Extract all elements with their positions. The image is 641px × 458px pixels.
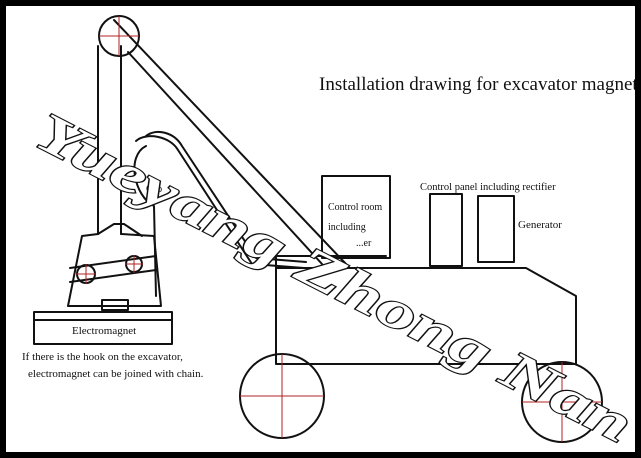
pin-link: [69, 255, 157, 269]
front-wheel-crosshair: [240, 354, 324, 438]
note-line-2: electromagnet can be joined with chain.: [28, 368, 204, 380]
control-room-label: Control room: [328, 202, 382, 213]
control-panel-label: Control panel including rectifier: [420, 182, 556, 193]
cable-label: Cab: [146, 184, 162, 195]
top-pulley-crosshair: [99, 16, 139, 56]
control-room-label-2: including: [328, 222, 366, 233]
truck-deck: [275, 255, 387, 269]
drawing-canvas: Installation drawing for excavator magne…: [6, 6, 635, 452]
hook-top: [101, 299, 129, 311]
control-room-label-3: ...er: [356, 238, 372, 249]
boom-outer-line: [113, 19, 347, 265]
rear-wheel-crosshair: [522, 362, 602, 442]
control-room-box: [321, 175, 391, 259]
truck-body: [275, 267, 577, 365]
boom-inner-line: [127, 51, 323, 265]
arm-taper: [97, 223, 143, 237]
control-panel-box: [429, 193, 463, 267]
electromagnet: [33, 311, 173, 345]
diagram-title: Installation drawing for excavator magne…: [319, 74, 635, 95]
note-line-1: If there is the hook on the excavator,: [22, 351, 183, 363]
generator-box: [477, 195, 515, 263]
cable-line: [133, 145, 157, 297]
right-pin-crosshair: [125, 255, 143, 273]
pin-link-2: [69, 269, 157, 283]
electromagnet-label: Electromagnet: [72, 325, 136, 337]
arm-body: [67, 233, 162, 307]
cable-line-3: [135, 135, 305, 269]
generator-label: Generator: [518, 219, 562, 231]
installation-diagram: Installation drawing for excavator magne…: [22, 15, 635, 452]
watermark-text: Yueyang Zhong Nan: [27, 101, 635, 452]
left-pin-crosshair: [76, 264, 96, 284]
cable-line-2: [145, 130, 307, 263]
